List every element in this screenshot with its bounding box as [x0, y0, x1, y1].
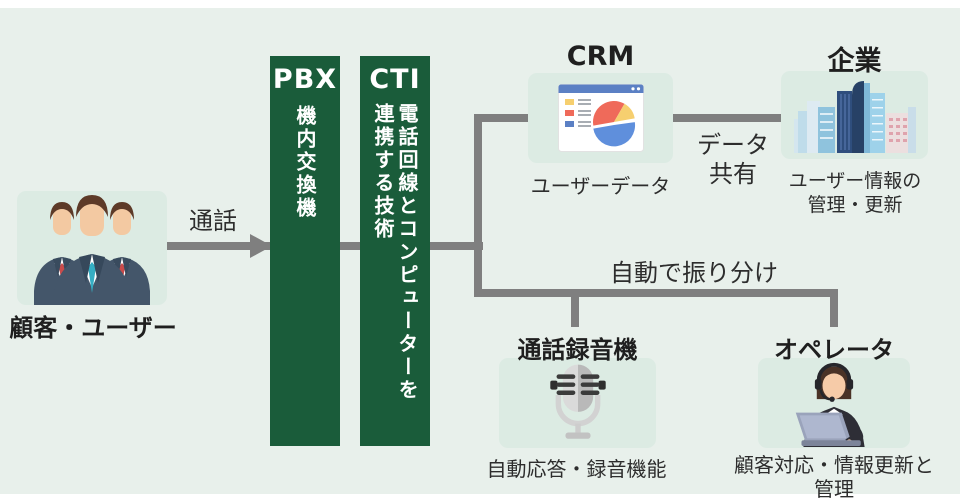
customer-card — [17, 191, 167, 305]
cti-description-col1: 電話回線とコンピューターを — [395, 103, 419, 402]
operator-card — [758, 358, 910, 448]
cti-description-col2: 連携する技術 — [371, 103, 395, 241]
operator-title: オペレータ — [774, 336, 894, 364]
crm-card — [528, 73, 673, 163]
cti-description: 電話回線とコンピューターを 連携する技術 — [371, 103, 419, 402]
operator-caption-line1: 顧客対応・情報更新と — [734, 453, 934, 477]
pbx-title: PBX — [272, 64, 338, 95]
enterprise-caption: ユーザー情報の 管理・更新 — [770, 170, 940, 218]
connector-bottom-horizontal — [474, 289, 838, 297]
cti-title: CTI — [369, 64, 421, 95]
auto-route-label: 自動で振り分け — [610, 259, 778, 287]
call-operator-icon — [795, 362, 865, 447]
operator-caption: 顧客対応・情報更新と 管理 — [732, 453, 936, 501]
microphone-icon — [549, 364, 606, 439]
data-share-line1: データ — [697, 131, 769, 159]
operator-caption-line2: 管理 — [814, 477, 854, 501]
connector-drop-recorder — [571, 289, 579, 327]
crm-caption: ユーザーデータ — [530, 174, 671, 198]
call-label: 通話 — [189, 207, 237, 235]
enterprise-caption-line2: 管理・更新 — [807, 193, 903, 216]
pbx-description: 機内交換機 — [293, 105, 317, 220]
recorder-title: 通話録音機 — [517, 336, 638, 364]
cti-bar: CTI 電話回線とコンピューターを 連携する技術 — [360, 56, 430, 446]
connector-crm-enterprise — [673, 114, 781, 122]
city-buildings-icon — [793, 81, 916, 153]
business-people-icon — [34, 195, 150, 305]
data-share-label: データ 共有 — [688, 131, 778, 189]
pbx-bar: PBX 機内交換機 — [270, 56, 340, 446]
connector-crm-stub — [474, 114, 528, 122]
crm-title: CRM — [566, 41, 635, 72]
data-share-line2: 共有 — [709, 159, 757, 188]
recorder-card — [499, 358, 656, 448]
recorder-caption: 自動応答・録音機能 — [486, 457, 667, 481]
enterprise-title: 企業 — [827, 46, 882, 77]
customer-label: 顧客・ユーザー — [9, 314, 177, 342]
enterprise-caption-line1: ユーザー情報の — [788, 170, 922, 192]
connector-drop-operator — [830, 289, 838, 327]
connector-junction-vertical — [474, 114, 482, 297]
call-arrowhead-icon — [250, 234, 272, 258]
browser-pie-chart-icon — [557, 84, 644, 152]
enterprise-card — [781, 71, 928, 159]
